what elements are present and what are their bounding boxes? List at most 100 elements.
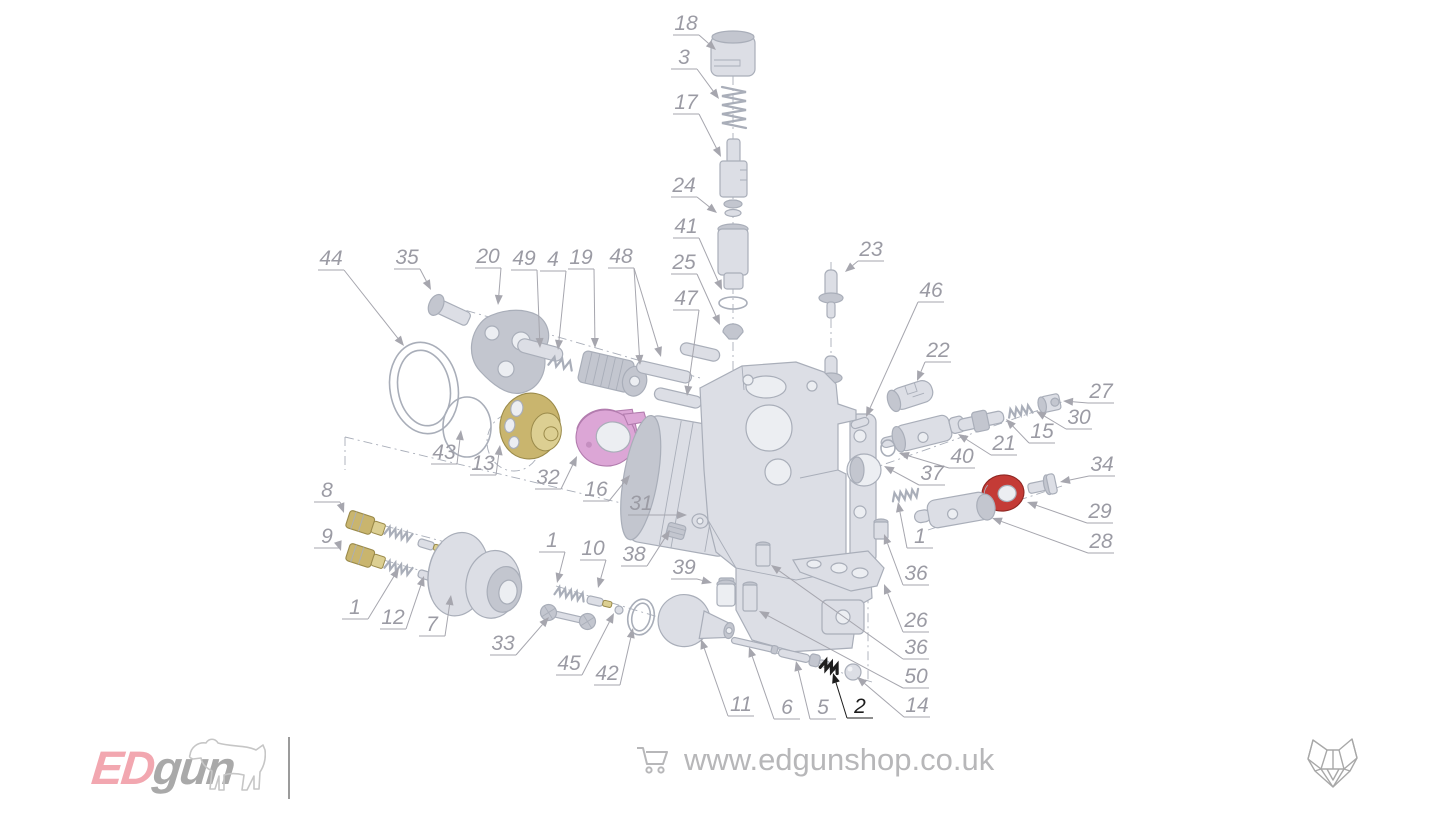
part-callout-43: 43 (431, 430, 464, 465)
part-callout-18: 18 (673, 12, 716, 50)
footer-divider (288, 737, 290, 799)
push-rod-part-6 (730, 636, 779, 655)
svg-text:21: 21 (991, 432, 1015, 455)
brass-fitting-part-9 (345, 543, 386, 569)
svg-text:17: 17 (674, 91, 699, 114)
svg-text:48: 48 (609, 245, 633, 268)
part-callout-32: 32 (535, 456, 577, 490)
svg-text:29: 29 (1087, 500, 1112, 523)
svg-text:33: 33 (491, 632, 515, 655)
adjuster-rod-part-33 (539, 603, 597, 631)
part-callout-9: 9 (314, 525, 342, 551)
part-callout-8: 8 (314, 479, 345, 513)
cam-housing-part-28 (913, 491, 996, 529)
website-link[interactable]: www.edgunshop.co.uk (634, 742, 994, 778)
svg-text:8: 8 (321, 479, 333, 502)
svg-text:36: 36 (904, 636, 928, 659)
svg-text:37: 37 (920, 462, 945, 485)
svg-text:30: 30 (1067, 406, 1091, 429)
svg-text:20: 20 (475, 245, 500, 268)
svg-text:49: 49 (512, 247, 536, 270)
svg-text:15: 15 (1030, 420, 1054, 443)
pin-part-46 (850, 416, 870, 430)
brass-fitting-part-8 (345, 510, 386, 536)
ball-part-45 (614, 605, 624, 615)
rottweiler-dog-silhouette-icon (188, 738, 266, 791)
part-callout-13: 13 (470, 445, 503, 476)
breech-o-ring-part-44 (388, 341, 460, 435)
svg-text:10: 10 (581, 537, 605, 560)
part-callout-14: 14 (857, 677, 930, 718)
svg-text:38: 38 (622, 543, 646, 566)
svg-text:23: 23 (858, 238, 883, 261)
svg-text:46: 46 (919, 279, 943, 302)
svg-text:31: 31 (629, 492, 652, 515)
svg-text:9: 9 (321, 525, 333, 548)
svg-text:3: 3 (678, 46, 690, 69)
svg-text:41: 41 (674, 215, 697, 238)
svg-text:39: 39 (672, 556, 696, 579)
part-callout-45: 45 (556, 613, 614, 676)
part-callout-10: 10 (580, 537, 607, 588)
part-callout-30: 30 (1036, 406, 1092, 430)
valve-poppet-part-47-area (722, 323, 744, 340)
end-cup-part-37 (846, 453, 882, 487)
valve-cap-part-18 (710, 30, 756, 77)
spring-part-30 (1008, 402, 1034, 420)
receiver-block (699, 361, 877, 653)
svg-text:40: 40 (950, 445, 974, 468)
bushing-part-39 (716, 577, 736, 607)
svg-text:16: 16 (584, 478, 608, 501)
screw-part-35 (427, 293, 471, 326)
part-callout-20: 20 (475, 245, 503, 305)
part-callout-40: 40 (899, 445, 975, 469)
part-callout-48: 48 (608, 245, 662, 365)
part-callout-24: 24 (671, 174, 717, 213)
adjuster-shaft-part-15 (957, 409, 1005, 433)
part-callout-44: 44 (318, 247, 404, 346)
svg-text:36: 36 (904, 562, 928, 585)
pin-part-36-a (873, 518, 889, 540)
spring-part-1-center (553, 584, 585, 604)
svg-text:12: 12 (381, 606, 405, 629)
part-callout-12: 12 (380, 576, 425, 630)
svg-text:43: 43 (432, 441, 456, 464)
svg-text:11: 11 (730, 693, 752, 716)
part-callout-16: 16 (583, 475, 630, 502)
svg-text:42: 42 (595, 662, 619, 685)
svg-text:45: 45 (557, 652, 581, 675)
spring-part-1-right (891, 486, 920, 504)
svg-text:27: 27 (1088, 380, 1114, 403)
part-callout-49: 49 (511, 247, 544, 348)
part-callout-50: 50 (759, 611, 929, 689)
gauge-plug-part-22 (886, 380, 934, 413)
part-callout-1: 1 (539, 529, 566, 583)
ball-part-14 (844, 663, 862, 681)
safety-blade-part-26 (792, 550, 885, 592)
svg-text:6: 6 (781, 696, 793, 719)
guide-rod-part-49 (517, 338, 564, 362)
part-callout-31: 31 (628, 492, 687, 519)
part-callout-35: 35 (394, 246, 431, 290)
svg-text:47: 47 (674, 287, 699, 310)
svg-text:5: 5 (817, 696, 829, 719)
sear-rod-part-5 (777, 648, 830, 668)
svg-text:14: 14 (905, 694, 928, 717)
svg-text:7: 7 (426, 613, 439, 636)
svg-text:24: 24 (671, 174, 695, 197)
part-callout-28: 28 (992, 517, 1114, 554)
o-ring-part-25 (718, 296, 748, 310)
svg-text:1: 1 (914, 525, 926, 548)
black-spring-part-2 (818, 656, 839, 676)
svg-text:18: 18 (674, 12, 698, 35)
screw-part-10 (586, 595, 613, 608)
set-screw-part-38 (665, 521, 687, 541)
cocking-ring-part-32 (575, 408, 648, 467)
svg-text:22: 22 (925, 339, 950, 362)
part-callout-6: 6 (748, 647, 800, 720)
part-callout-21: 21 (958, 432, 1017, 456)
part-callout-7: 7 (419, 595, 454, 637)
part-callout-36: 36 (771, 565, 929, 660)
